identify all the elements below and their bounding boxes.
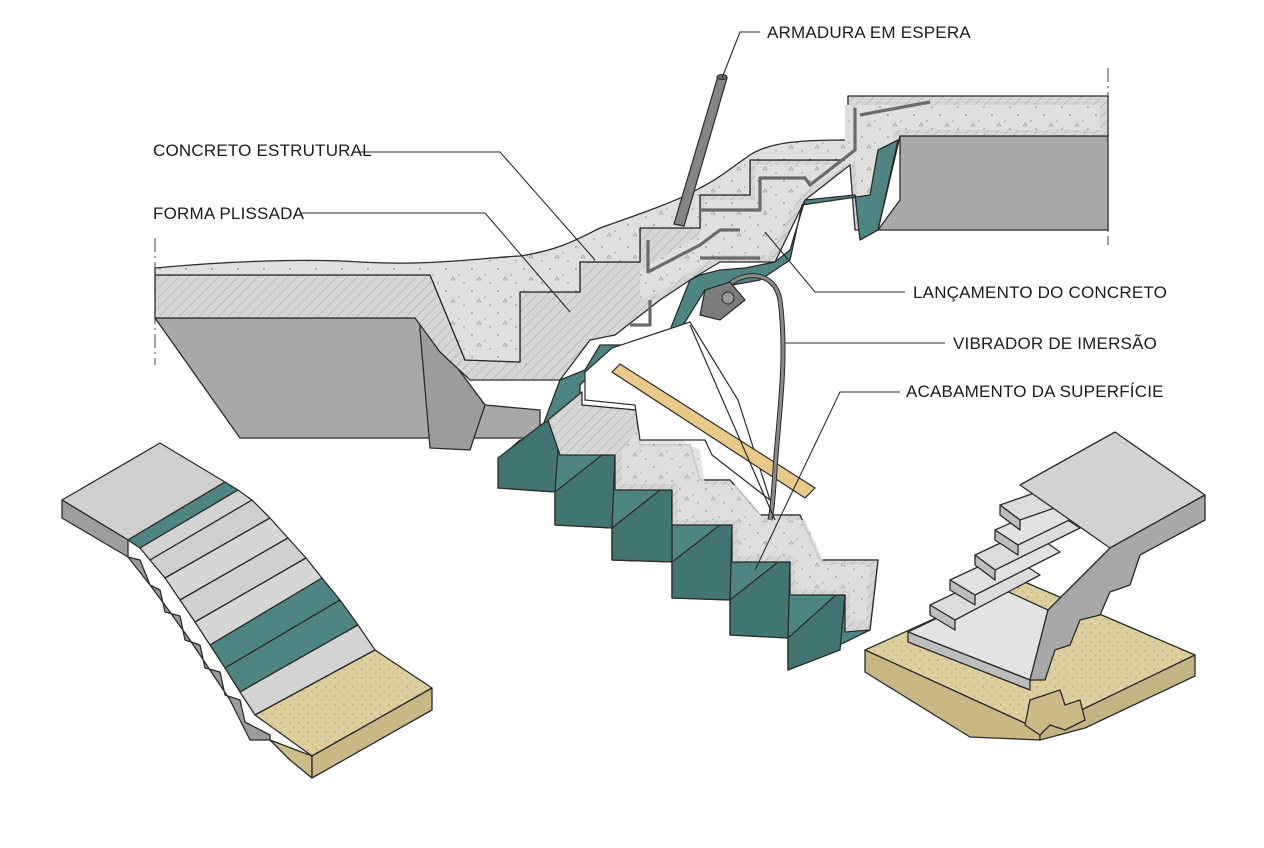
formwork-stair-icon — [61, 442, 433, 779]
main-stair-section — [154, 68, 1109, 671]
leader-lines — [300, 31, 945, 571]
finished-risers — [907, 504, 1031, 691]
label-vibrador: VIBRADOR DE IMERSÃO — [953, 334, 1157, 353]
leader-acabamento — [754, 391, 900, 571]
finished-treads — [907, 431, 1206, 681]
lower-landing-slab-face — [419, 317, 486, 451]
formwork-sawtooth — [497, 419, 846, 671]
leader-concreto — [360, 151, 596, 261]
label-armadura: ARMADURA EM ESPERA — [767, 23, 971, 42]
vibrator-probe-line — [689, 324, 776, 521]
finished-stair-icon — [864, 431, 1206, 741]
leader-armadura — [721, 31, 760, 79]
leader-forma — [300, 212, 571, 313]
label-acabamento: ACABAMENTO DA SUPERFÍCIE — [906, 382, 1164, 401]
upper-landing-slab — [877, 135, 1109, 231]
label-lancamento: LANÇAMENTO DO CONCRETO — [913, 283, 1167, 302]
lower-stair-speck — [622, 420, 870, 622]
label-concreto: CONCRETO ESTRUTURAL — [153, 141, 372, 160]
standing-rebar — [673, 74, 728, 227]
immersion-vibrator — [699, 273, 786, 521]
rebar-steps — [630, 100, 931, 327]
labels: ARMADURA EM ESPERA CONCRETO ESTRUTURAL F… — [153, 23, 1167, 401]
finishing-screed — [611, 363, 816, 499]
leader-lancamento — [764, 231, 905, 293]
formwork-treads — [127, 481, 376, 716]
label-forma: FORMA PLISSADA — [153, 204, 305, 223]
